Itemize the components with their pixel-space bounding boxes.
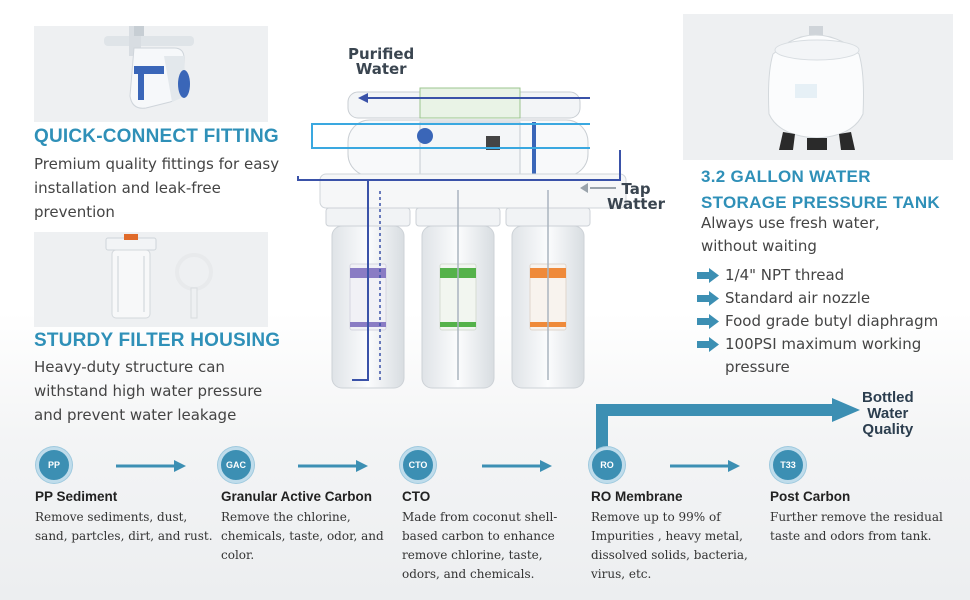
stage-title-ro: RO Membrane (591, 489, 683, 504)
purified-line1: Purified (348, 45, 415, 63)
filter-housing-description: Heavy-duty structure can withstand high … (34, 358, 263, 424)
stage-arrow-4 (670, 460, 740, 472)
spec-text: Food grade butyl diaphragm (725, 312, 939, 330)
spec-item: 1/4" NPT thread (697, 264, 957, 287)
arrow-right-icon (697, 337, 719, 352)
arrow-right-icon (697, 268, 719, 283)
purified-water-label: Purified Water (348, 47, 414, 77)
tank-title-line2: STORAGE PRESSURE TANK (701, 193, 940, 212)
stage-badge-gac: GAC (218, 447, 254, 483)
bottled-line1: Bottled (862, 389, 914, 406)
bottled-line2: Water (867, 405, 909, 422)
spec-item: 100PSI maximum working pressure (697, 333, 937, 379)
ro-system-diagram (297, 87, 627, 389)
stage-arrow-3 (482, 460, 552, 472)
tap-line2: Watter (607, 195, 666, 213)
quick-connect-description: Premium quality fittings for easy instal… (34, 155, 280, 221)
stage-title-cto: CTO (402, 489, 431, 504)
arrow-right-icon (697, 314, 719, 329)
quick-connect-fitting-icon (104, 26, 194, 109)
quick-connect-image (34, 26, 268, 122)
stage-desc-post-carbon: Further remove the residual taste and od… (770, 510, 943, 543)
bottled-line3: Quality (862, 421, 914, 438)
stage-desc-cto: Made from coconut shell-based carbon to … (402, 510, 558, 581)
tank-spec-list: 1/4" NPT thread Standard air nozzle Food… (697, 264, 957, 379)
stage-desc-pp: Remove sediments, dust, sand, partcles, … (35, 510, 213, 543)
stage-title-post-carbon: Post Carbon (770, 489, 851, 504)
stage-desc-ro: Remove up to 99% of Impurities , heavy m… (591, 510, 748, 581)
stage-badge-t33: T33 (770, 447, 806, 483)
stage-desc-gac: Remove the chlorine, chemicals, taste, o… (221, 510, 384, 562)
arrow-right-icon (697, 291, 719, 306)
tank-image (683, 14, 953, 160)
spec-text: 100PSI maximum working pressure (725, 335, 922, 376)
tap-water-label: Tap Watter (607, 182, 665, 212)
purified-line2: Water (355, 60, 407, 78)
stage-title-gac: Granular Active Carbon (221, 489, 373, 504)
pressure-tank-icon (768, 26, 864, 150)
filter-housing-icon (105, 234, 213, 319)
water-flow-lines (297, 93, 621, 381)
spec-item: Food grade butyl diaphragm (697, 310, 957, 333)
tank-title: 3.2 GALLON WATER STORAGE PRESSURE TANK (701, 164, 940, 216)
stage-arrow-2 (298, 460, 368, 472)
stage-badge-ro: RO (589, 447, 625, 483)
stage-arrow-1 (116, 460, 186, 472)
stage-badge-cto: CTO (400, 447, 436, 483)
spec-item: Standard air nozzle (697, 287, 957, 310)
bottled-water-quality-label: Bottled Water Quality (862, 390, 914, 438)
tank-title-line1: 3.2 GALLON WATER (701, 167, 871, 186)
filter-housing-title: STURDY FILTER HOUSING (34, 330, 281, 351)
spec-text: 1/4" NPT thread (725, 266, 845, 284)
quick-connect-title: QUICK-CONNECT FITTING (34, 126, 279, 147)
filter-housing-image (34, 232, 268, 327)
membrane-housings (347, 87, 589, 177)
stage-badge-pp: PP (36, 447, 72, 483)
tank-subtitle: Always use fresh water, without waiting (701, 214, 880, 255)
quality-path-arrow (596, 398, 860, 450)
tap-line1: Tap (621, 180, 651, 198)
spec-text: Standard air nozzle (725, 289, 871, 307)
stage-title-pp: PP Sediment (35, 489, 118, 504)
